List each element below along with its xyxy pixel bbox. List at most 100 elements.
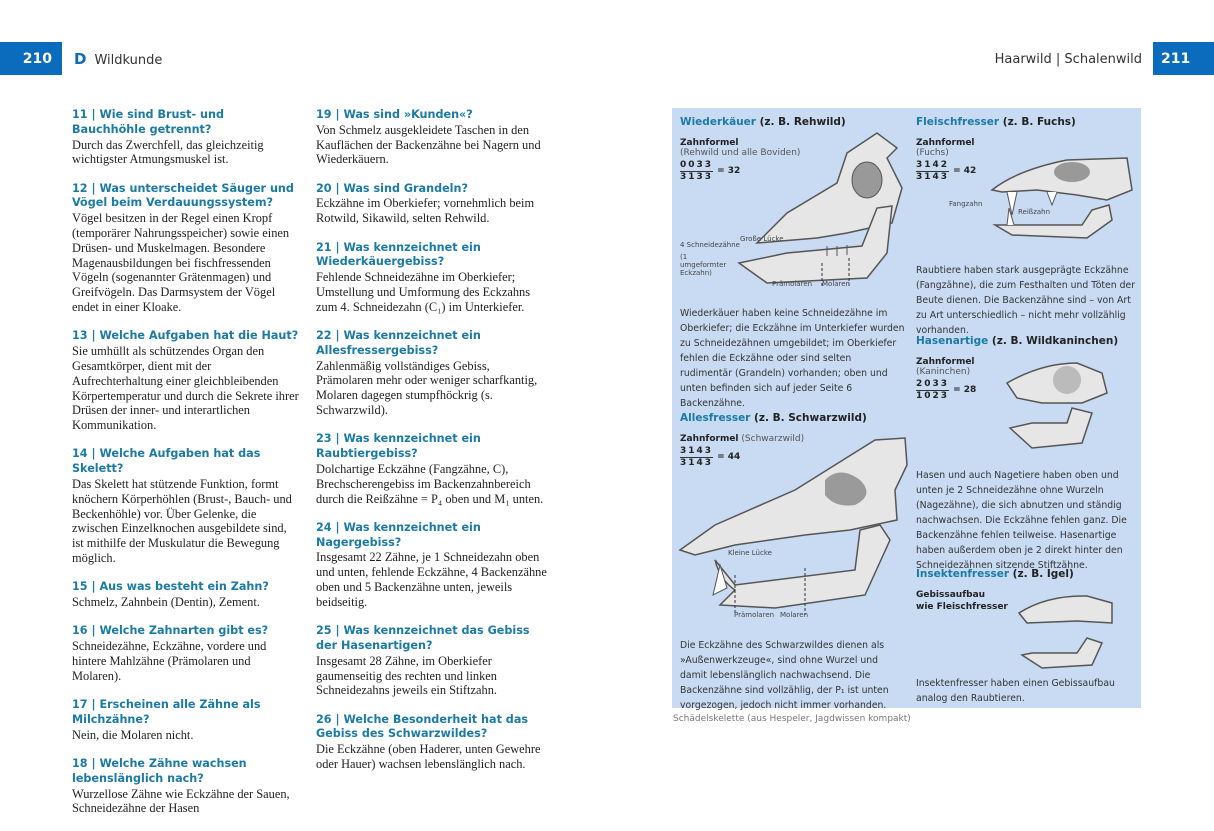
section-header: Haarwild | Schalenwild <box>994 52 1142 67</box>
question-item: 12 | Was unterscheidet Säuger und Vögel … <box>72 182 300 315</box>
section-example: (z. B. Schwarzwild) <box>750 412 867 424</box>
zahnformel-label: Zahnformel <box>680 138 739 148</box>
question-answer: Die Eckzähne (oben Haderer, unten Gewehr… <box>316 742 541 771</box>
label-grosse-luecke: Große Lücke <box>740 235 784 243</box>
allesfresser-description: Die Eckzähne des Schwarzwildes dienen al… <box>680 640 889 711</box>
section-wiederkaeuer: Wiederkäuer (z. B. Rehwild) Zahnformel (… <box>680 116 846 182</box>
upper-teeth: 2033 <box>916 379 950 391</box>
question-item: 26 | Welche Besonderheit hat das Gebiss … <box>316 713 548 772</box>
question-item: 11 | Wie sind Brust- und Bauchhöhle getr… <box>72 108 300 167</box>
question-title: 15 | Aus was besteht ein Zahn? <box>72 580 269 594</box>
question-title: 18 | Welche Zähne wachsen lebenslänglich… <box>72 756 247 785</box>
section-example: (z. B. Fuchs) <box>999 116 1076 128</box>
question-title: 19 | Was sind »Kunden«? <box>316 108 473 121</box>
zahnformel-label: Zahnformel <box>916 357 975 367</box>
question-answer: Wurzellose Zähne wie Eckzähne der Sauen,… <box>72 786 290 816</box>
question-item: 14 | Welche Aufgaben hat das Skelett?Das… <box>72 447 300 565</box>
question-title: 14 | Welche Aufgaben hat das Skelett? <box>72 447 261 476</box>
question-title: 24 | Was kennzeichnet ein Nagergebiss? <box>316 520 481 549</box>
upper-teeth: 3142 <box>916 160 950 172</box>
total-teeth: = 28 <box>953 385 977 395</box>
question-answer: Nein, die Molaren nicht. <box>72 727 194 742</box>
label-molaren: Molaren <box>822 280 851 288</box>
question-item: 15 | Aus was besteht ein Zahn?Schmelz, Z… <box>72 580 300 610</box>
question-title: 17 | Erscheinen alle Zähne als Milchzähn… <box>72 698 261 726</box>
section-example: (z. B. Wildkaninchen) <box>988 335 1119 347</box>
fleischfresser-description: Raubtiere haben stark ausgeprägte Eckzäh… <box>916 265 1136 336</box>
question-title: 13 | Welche Aufgaben hat die Haut? <box>72 329 299 343</box>
zahnformel-sub: (Kaninchen) <box>916 367 971 377</box>
question-item: 24 | Was kennzeichnet ein Nagergebiss?In… <box>316 521 548 610</box>
lower-teeth: 3143 <box>680 458 714 468</box>
label-eckzahn: (1 umgeformter Eckzahn) <box>680 253 727 277</box>
roe-deer-skull-illustration <box>737 132 903 288</box>
question-title: 21 | Was kennzeichnet ein Wiederkäuergeb… <box>316 240 481 269</box>
zahnformel-sub: (Rehwild und alle Boviden) <box>680 148 801 158</box>
question-answer: Durch das Zwerchfell, das gleichzeitig w… <box>72 137 264 167</box>
wild-boar-skull-illustration <box>678 437 908 615</box>
section-fleischfresser: Fleischfresser (z. B. Fuchs) Zahnformel … <box>916 116 1076 182</box>
question-item: 23 | Was kennzeichnet ein Raubtiergebiss… <box>316 432 548 506</box>
section-allesfresser: Allesfresser (z. B. Schwarzwild) Zahnfor… <box>680 412 867 468</box>
label-reisszahn: Reißzahn <box>1018 208 1051 216</box>
wiederkaeuer-description: Wiederkäuer haben keine Schneidezähne im… <box>680 308 905 409</box>
question-title: 22 | Was kennzeichnet ein Allesfresserge… <box>316 329 481 357</box>
fox-skull-illustration <box>990 157 1133 239</box>
question-item: 20 | Was sind Grandeln?Eckzähne im Oberk… <box>316 182 548 226</box>
question-title: 16 | Welche Zahnarten gibt es? <box>72 624 269 638</box>
section-example: (z. B. Rehwild) <box>755 116 846 128</box>
question-answer: Das Skelett hat stützende Funktion, form… <box>72 477 292 566</box>
question-answer: Dolchartige Eckzähne (Fangzähne, C), Bre… <box>316 461 544 506</box>
page-number: 210 <box>22 50 52 67</box>
page-number-right: 211 <box>1153 42 1214 75</box>
question-answer: Insgesamt 22 Zähne, je 1 Schneidezahn ob… <box>316 550 547 609</box>
rabbit-skull-illustration <box>1005 362 1108 449</box>
page-number-left: 210 <box>0 42 62 75</box>
section-title: Wiederkäuer <box>680 116 756 128</box>
question-item: 13 | Welche Aufgaben hat die Haut?Sie um… <box>72 329 300 433</box>
section-title: Fleischfresser <box>916 116 1000 128</box>
question-item: 16 | Welche Zahnarten gibt es?Schneidezä… <box>72 624 300 683</box>
zahnformel-label: Zahnformel <box>916 138 975 148</box>
question-answer: Fehlende Schneidezähne im Oberkiefer; Um… <box>316 270 531 314</box>
question-answer: Schneidezähne, Eckzähne, vordere und hin… <box>72 639 267 683</box>
label-molaren: Molaren <box>780 611 809 619</box>
question-title: 20 | Was sind Grandeln? <box>316 181 468 195</box>
question-answer: Schmelz, Zahnbein (Dentin), Zement. <box>72 595 260 610</box>
section-example: (z. B. Igel) <box>1009 568 1074 580</box>
question-title: 25 | Was kennzeichnet das Gebiss der Has… <box>316 624 530 652</box>
hasenartige-description: Hasen und auch Nagetiere haben oben und … <box>916 470 1127 571</box>
gebissaufbau-label: Gebissaufbau <box>916 590 986 600</box>
insektenfresser-description: Insektenfresser haben einen Gebissaufbau… <box>916 678 1115 704</box>
section-insektenfresser: Insektenfresser (z. B. Igel) Gebissaufba… <box>916 568 1074 612</box>
lower-teeth: 1023 <box>916 391 950 401</box>
label-praemolaren: Prämolaren <box>772 280 813 288</box>
questions-column-2: 19 | Was sind »Kunden«?Von Schmelz ausge… <box>316 108 548 786</box>
zahnformel-sub: (Fuchs) <box>916 148 949 158</box>
upper-teeth: 3143 <box>680 446 714 458</box>
section-title: Hasenartige <box>916 335 989 347</box>
page-number: 211 <box>1161 50 1191 67</box>
total-teeth: = 44 <box>717 452 741 462</box>
chapter-title: Wildkunde <box>94 53 163 68</box>
label-fangzahn: Fangzahn <box>949 200 983 208</box>
upper-teeth: 0033 <box>680 160 714 172</box>
figure-caption: Schädelskelette (aus Hespeler, Jagdwisse… <box>673 714 911 724</box>
label-praemolaren: Prämolaren <box>734 611 775 619</box>
question-item: 25 | Was kennzeichnet das Gebiss der Has… <box>316 624 548 698</box>
zahnformel-title: Zahnformel <box>680 434 739 444</box>
question-item: 17 | Erscheinen alle Zähne als Milchzähn… <box>72 698 300 742</box>
question-answer: Zahlenmäßig vollständiges Gebiss, Prämol… <box>316 358 538 418</box>
hedgehog-skull-illustration <box>1017 595 1113 669</box>
questions-column-1: 11 | Wie sind Brust- und Bauchhöhle getr… <box>72 108 300 831</box>
question-answer: Insgesamt 28 Zähne, im Oberkiefer gaumen… <box>316 653 497 698</box>
section-title: Insektenfresser <box>916 568 1010 580</box>
question-title: 23 | Was kennzeichnet ein Raubtiergebiss… <box>316 432 481 461</box>
question-title: 12 | Was unterscheidet Säuger und Vögel … <box>72 181 294 210</box>
section-title: Allesfresser <box>680 412 751 424</box>
zahnformel-label: Zahnformel (Schwarzwild) <box>680 434 867 444</box>
